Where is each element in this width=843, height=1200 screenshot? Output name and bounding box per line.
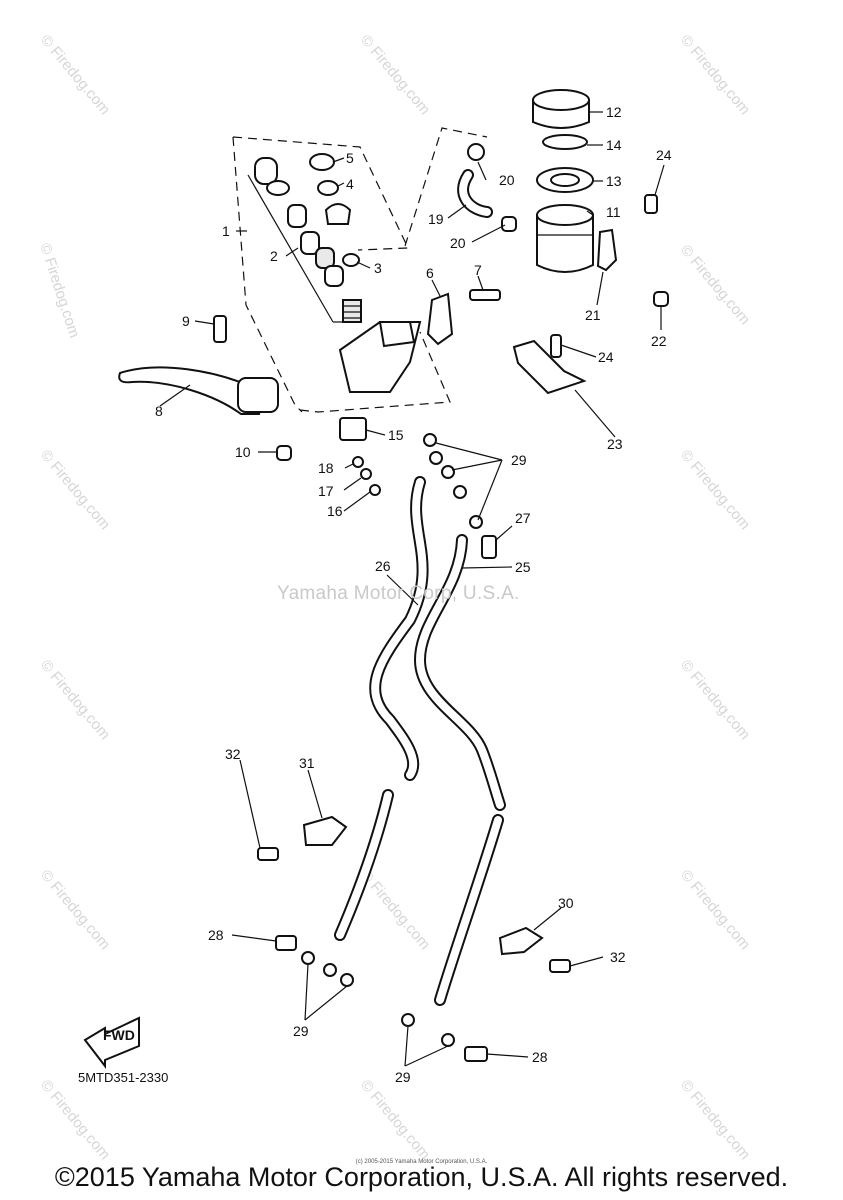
center-watermark: Yamaha Motor Corp, U.S.A. xyxy=(277,583,520,604)
reservoir-hose xyxy=(457,143,517,232)
callout-27: 27 xyxy=(515,510,531,526)
watermark: © Firedog.com xyxy=(677,447,753,533)
watermark: © Firedog.com xyxy=(37,867,113,953)
callout-labels: 1 2 3 4 5 6 7 8 9 10 11 12 13 14 15 16 1… xyxy=(155,104,672,1085)
hose-clamps xyxy=(302,815,544,956)
watermark: © Firedog.com xyxy=(36,241,83,340)
callout-31: 31 xyxy=(299,755,315,771)
callout-24-lower: 24 xyxy=(598,349,614,365)
callout-22: 22 xyxy=(651,333,667,349)
callout-14: 14 xyxy=(606,137,622,153)
callout-16: 16 xyxy=(327,503,343,519)
callout-24-upper: 24 xyxy=(656,147,672,163)
callout-20-lower: 20 xyxy=(450,235,466,251)
callout-17: 17 xyxy=(318,483,334,499)
leader-lines xyxy=(159,111,665,1067)
watermark: © Firedog.com xyxy=(37,32,113,118)
callout-11: 11 xyxy=(606,204,621,220)
fasteners xyxy=(213,194,669,1062)
reservoir-tank xyxy=(532,89,618,273)
callout-32-right: 32 xyxy=(610,949,626,965)
callout-28-left: 28 xyxy=(208,927,224,943)
callout-4: 4 xyxy=(346,176,354,192)
watermark: © Firedog.com xyxy=(677,1077,753,1163)
callout-29-left: 29 xyxy=(293,1023,309,1039)
tiny-copyright-notice: (c) 2005-2015 Yamaha Motor Corporation, … xyxy=(355,1159,488,1165)
callout-20-upper: 20 xyxy=(499,172,515,188)
callout-30: 30 xyxy=(558,895,574,911)
watermark: © Firedog.com xyxy=(37,657,113,743)
callout-28-right: 28 xyxy=(532,1049,548,1065)
fwd-label: FWD xyxy=(103,1027,135,1043)
callout-5: 5 xyxy=(346,150,354,166)
callout-6: 6 xyxy=(426,265,434,281)
watermark: © Firedog.com xyxy=(357,1077,433,1163)
fwd-arrow: FWD xyxy=(83,1016,140,1069)
watermark: © Firedog.com xyxy=(677,242,753,328)
copyright-footer: ©2015 Yamaha Motor Corporation, U.S.A. A… xyxy=(54,1162,789,1192)
callout-13: 13 xyxy=(606,173,622,189)
callout-25: 25 xyxy=(515,559,531,575)
watermark: © Firedog.com xyxy=(677,32,753,118)
callout-21: 21 xyxy=(585,307,601,323)
callout-1: 1 xyxy=(222,223,230,239)
callout-2: 2 xyxy=(270,248,278,264)
watermark: © Firedog.com xyxy=(37,1077,113,1163)
brake-lever xyxy=(118,366,279,415)
callout-26: 26 xyxy=(375,558,391,574)
callout-10: 10 xyxy=(235,444,251,460)
brake-hose-bracket xyxy=(512,339,587,395)
callout-32-left: 32 xyxy=(225,746,241,762)
watermark: © Firedog.com xyxy=(677,657,753,743)
brake-hoses xyxy=(301,433,506,1047)
callout-19: 19 xyxy=(428,211,444,227)
watermark: © Firedog.com xyxy=(37,447,113,533)
callout-12: 12 xyxy=(606,104,622,120)
diagram-code: 5MTD351-2330 xyxy=(78,1070,169,1085)
watermark: © Firedog.com xyxy=(677,867,753,953)
callout-29-upper: 29 xyxy=(511,452,527,468)
callout-3: 3 xyxy=(374,260,382,276)
callout-23: 23 xyxy=(607,436,623,452)
watermark: © Firedog.com xyxy=(357,32,433,118)
callout-29-right: 29 xyxy=(395,1069,411,1085)
assembly-outline xyxy=(232,127,488,413)
callout-8: 8 xyxy=(155,403,163,419)
callout-7: 7 xyxy=(474,262,482,278)
callout-15: 15 xyxy=(388,427,404,443)
callout-18: 18 xyxy=(318,460,334,476)
callout-9: 9 xyxy=(182,313,190,329)
master-cylinder-body xyxy=(338,292,454,441)
